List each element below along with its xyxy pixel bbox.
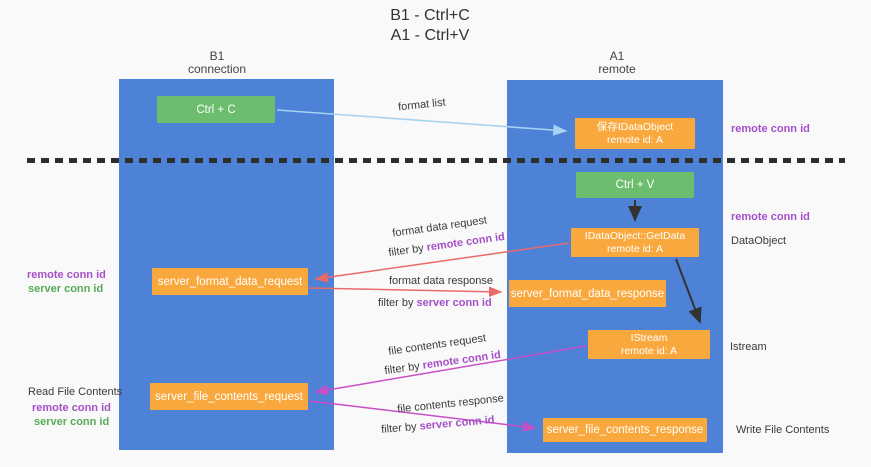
- title-line-2: A1 - Ctrl+V: [390, 27, 470, 44]
- title-line-1: B1 - Ctrl+C: [390, 7, 470, 24]
- format-data-response-filter-label: filter by server conn id: [378, 297, 492, 309]
- right-column-name: A1: [609, 49, 625, 63]
- server-format-data-response-box: server_format_data_response: [509, 280, 666, 307]
- right-column-header: A1 remote: [557, 50, 677, 76]
- left-column-name: B1: [209, 49, 225, 63]
- ctrl-v-box: Ctrl + V: [576, 172, 694, 198]
- left-column-header: B1 connection: [157, 50, 277, 76]
- server-format-data-request-box: server_format_data_request: [152, 268, 308, 295]
- right-column-role: remote: [598, 62, 636, 76]
- right-remote-conn-id-label-1: remote conn id: [731, 123, 810, 135]
- right-remote-conn-id-label-2: remote conn id: [731, 211, 810, 223]
- server-format-data-response-label: server_format_data_response: [510, 287, 665, 300]
- write-file-contents-label: Write File Contents: [736, 424, 830, 436]
- istream-side-label: Istream: [730, 341, 767, 353]
- getdata-line1: IDataObject::GetData: [584, 229, 686, 242]
- format-data-response-arrow: [308, 286, 503, 297]
- ctrl-v-label: Ctrl + V: [615, 179, 655, 191]
- server-file-contents-request-label: server_file_contents_request: [155, 390, 303, 403]
- format-data-response-label: format data response: [389, 275, 493, 287]
- save-idataobject-line1: 保存IDataObject: [596, 120, 674, 133]
- getdata-box: IDataObject::GetData remote id: A: [571, 228, 699, 257]
- server-file-contents-request-box: server_file_contents_request: [150, 383, 308, 410]
- istream-line1: IStream: [630, 331, 668, 344]
- istream-box: IStream remote id: A: [588, 330, 710, 359]
- getdata-line2: remote id: A: [606, 242, 664, 255]
- format-list-label: format list: [397, 96, 447, 114]
- server-file-contents-response-box: server_file_contents_response: [543, 418, 707, 442]
- istream-line2: remote id: A: [620, 344, 678, 357]
- session-divider-line: [27, 158, 845, 163]
- server-format-data-request-label: server_format_data_request: [157, 275, 303, 288]
- ctrl-c-label: Ctrl + C: [196, 103, 236, 116]
- left-remote-conn-id-label-1: remote conn id: [27, 269, 106, 281]
- left-remote-conn-id-label-2: remote conn id: [32, 402, 111, 414]
- file-contents-response-filter-label: filter by server conn id: [380, 414, 496, 436]
- left-server-conn-id-label-1: server conn id: [28, 283, 104, 295]
- left-column-role: connection: [187, 62, 247, 76]
- read-file-contents-label: Read File Contents: [28, 386, 123, 398]
- dataobject-label: DataObject: [731, 235, 787, 247]
- diagram-title: B1 - Ctrl+C A1 - Ctrl+V: [330, 6, 530, 46]
- save-idataobject-line2: remote id: A: [606, 133, 664, 146]
- save-idataobject-box: 保存IDataObject remote id: A: [575, 118, 695, 149]
- server-file-contents-response-label: server_file_contents_response: [546, 424, 704, 436]
- ctrl-c-box: Ctrl + C: [157, 96, 275, 123]
- left-server-conn-id-label-2: server conn id: [34, 416, 110, 428]
- file-contents-response-label: file contents response: [396, 392, 505, 416]
